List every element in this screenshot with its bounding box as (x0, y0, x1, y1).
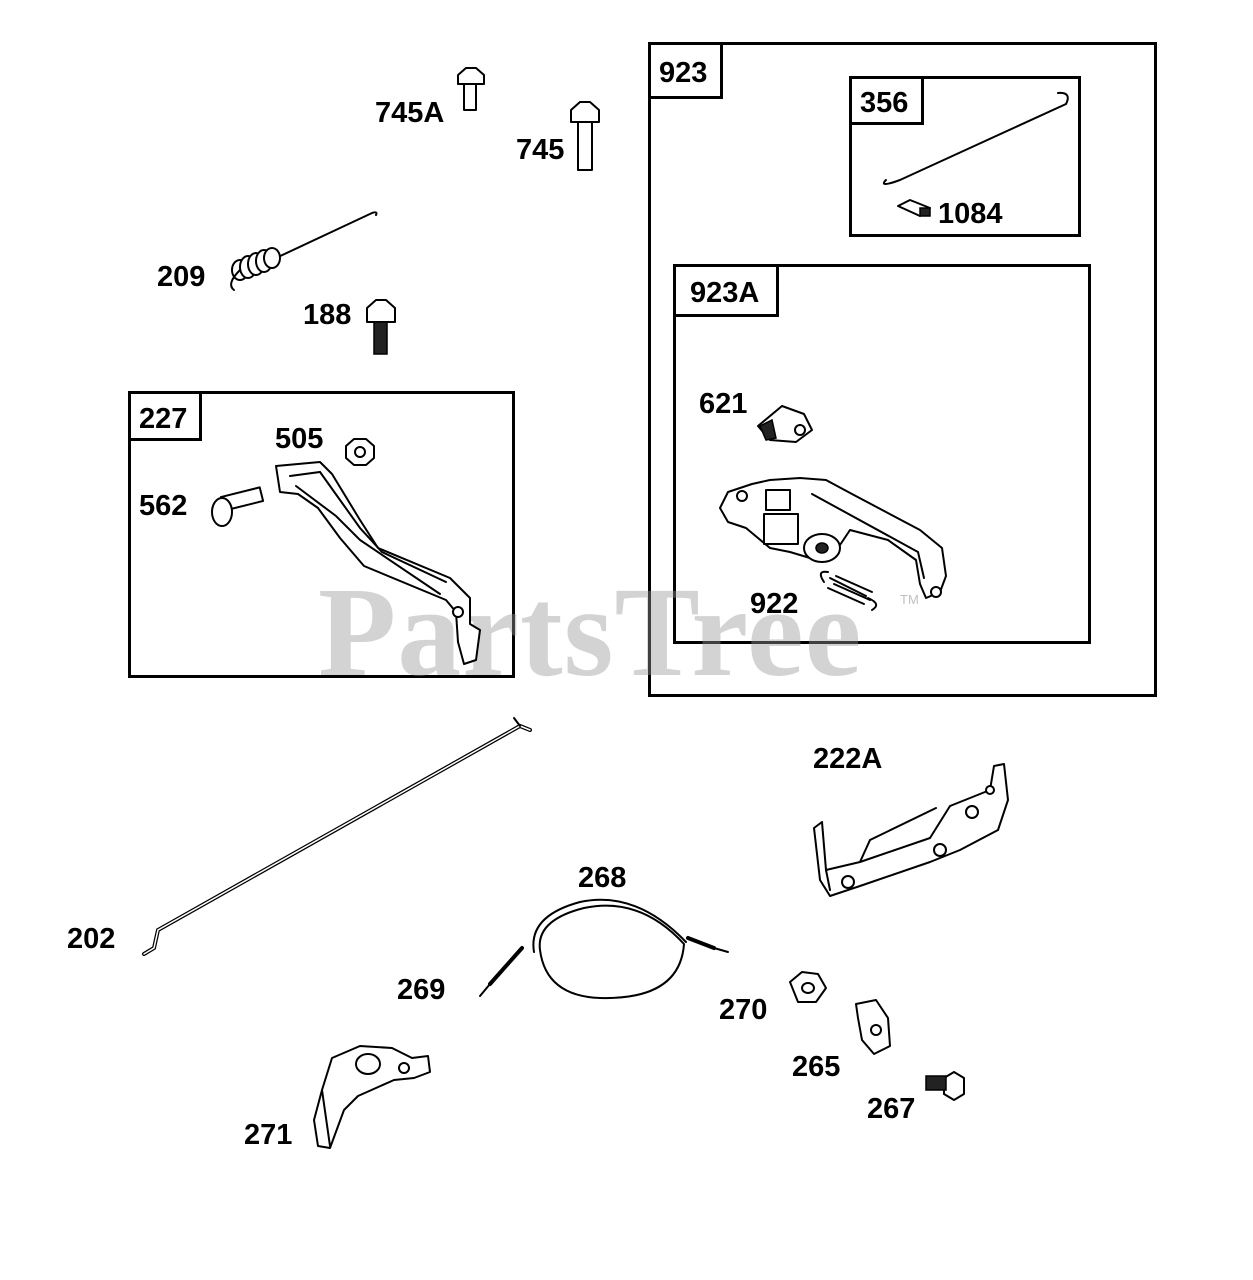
bolt-745-drawing (570, 101, 600, 171)
part-label-267: 267 (867, 1093, 916, 1125)
part-label-745: 745 (516, 134, 565, 166)
part-label-222a: 222A (813, 743, 883, 775)
group-label-356: 356 (849, 76, 924, 125)
nut-270-drawing (789, 971, 827, 1003)
group-frame-356 (849, 76, 1081, 237)
part-label-621: 621 (699, 388, 748, 420)
spring-922-drawing (819, 570, 878, 611)
part-label-269: 269 (397, 974, 446, 1006)
part-label-265: 265 (792, 1051, 841, 1083)
part-label-922: 922 (750, 588, 799, 620)
group-frame-923a (673, 264, 1091, 644)
clip-265-drawing (855, 999, 891, 1055)
bracket-222a-drawing (813, 763, 1009, 897)
screw-267-drawing (925, 1071, 965, 1101)
part-label-188: 188 (303, 299, 352, 331)
group-frame-227 (128, 391, 515, 678)
bracket-271-drawing (313, 1045, 431, 1149)
part-label-505: 505 (275, 423, 324, 455)
part-label-562: 562 (139, 490, 188, 522)
rod-202-drawing (142, 717, 532, 956)
link-wire-356-drawing (882, 91, 1069, 185)
clip-621-drawing (757, 405, 813, 443)
group-label-923: 923 (648, 42, 723, 99)
cable-268-drawing (479, 898, 729, 1000)
watermark-trademark: TM (900, 592, 919, 607)
group-label-227: 227 (128, 391, 202, 441)
part-label-268: 268 (578, 862, 627, 894)
part-label-1084: 1084 (938, 198, 1003, 230)
part-label-270: 270 (719, 994, 768, 1026)
group-label-923a: 923A (673, 264, 779, 317)
bolt-745a-drawing (457, 67, 485, 111)
watermark-logo: PartsTree (318, 561, 863, 703)
part-label-209: 209 (157, 261, 206, 293)
pin-562-drawing (211, 486, 265, 527)
group-frame-923 (648, 42, 1157, 697)
part-label-202: 202 (67, 923, 116, 955)
clip-1084-drawing (897, 199, 931, 217)
lever-bracket-227-drawing (275, 461, 481, 665)
part-label-271: 271 (244, 1119, 293, 1151)
spring-209-drawing (230, 211, 378, 291)
bolt-188-drawing (366, 299, 396, 355)
part-label-745a: 745A (375, 97, 445, 129)
nut-505-drawing (345, 438, 375, 466)
control-plate-922-drawing (719, 477, 947, 599)
